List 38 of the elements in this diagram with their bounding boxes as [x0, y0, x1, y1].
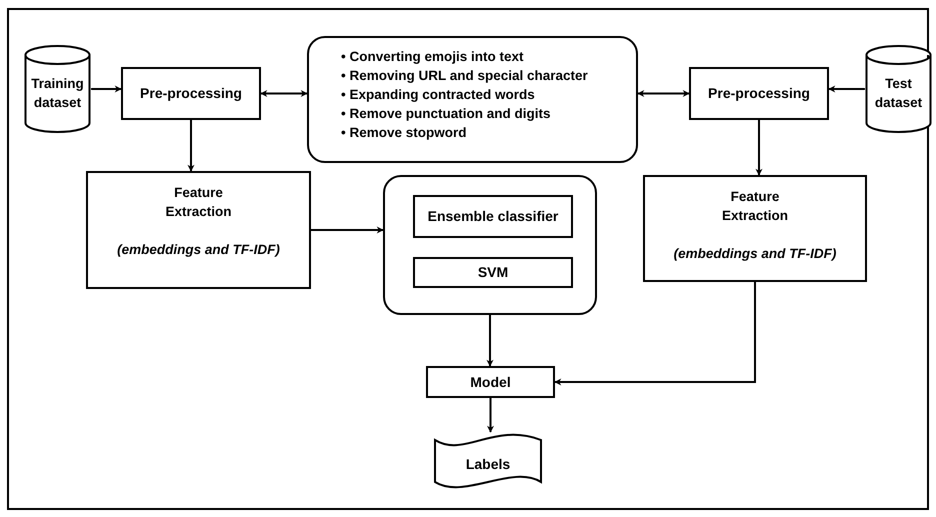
- arrow: [486, 315, 494, 367]
- steps-box: [307, 36, 638, 163]
- process-box: [413, 257, 573, 288]
- node-label: Pre-processing: [140, 84, 242, 103]
- box-subtitle: (embeddings and TF-IDF): [672, 245, 838, 263]
- arrow: [637, 90, 690, 97]
- process-box: [86, 171, 311, 289]
- list-item: • Remove stopword: [341, 124, 466, 142]
- arrow: [828, 86, 865, 92]
- arrow: [487, 398, 494, 433]
- node-label: Ensemble classifier: [428, 207, 558, 226]
- process-box: [121, 67, 261, 120]
- arrow: [756, 120, 762, 176]
- database-cylinder: [865, 45, 932, 133]
- arrow: [91, 86, 122, 92]
- process-box: [413, 195, 573, 238]
- node-label: Labels: [466, 454, 510, 474]
- node-label: Training dataset: [30, 75, 85, 112]
- node-label: Pre-processing: [708, 84, 810, 103]
- list-item: • Converting emojis into text: [341, 48, 524, 66]
- arrow: [188, 120, 194, 172]
- database-cylinder: [24, 45, 91, 133]
- classifier-group-box: [383, 175, 597, 315]
- process-box: [643, 175, 867, 282]
- box-title: Feature Extraction: [164, 184, 233, 221]
- arrow: [554, 282, 756, 386]
- box-subtitle: (embeddings and TF-IDF): [116, 241, 281, 259]
- process-box: [426, 366, 555, 398]
- list-item: • Expanding contracted words: [341, 86, 535, 104]
- arrow: [260, 90, 308, 97]
- node-label: Test dataset: [874, 75, 924, 112]
- arrow: [311, 226, 384, 234]
- node-label: Model: [470, 372, 511, 392]
- node-label: SVM: [478, 263, 508, 282]
- process-box: [689, 67, 829, 120]
- list-item: • Removing URL and special character: [341, 67, 588, 85]
- list-item: • Remove punctuation and digits: [341, 105, 550, 123]
- box-title: Feature Extraction: [720, 188, 790, 225]
